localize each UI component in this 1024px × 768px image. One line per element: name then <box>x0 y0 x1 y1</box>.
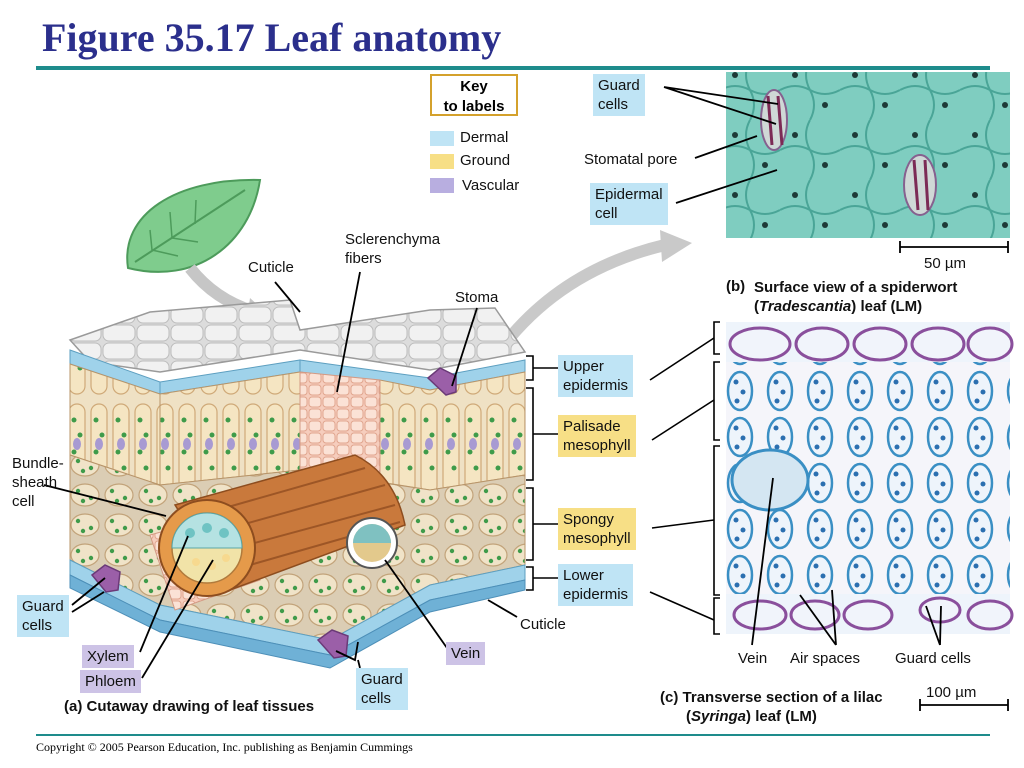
key-swatch-ground <box>430 154 454 169</box>
label-lower-epidermis: Lower epidermis <box>558 564 634 606</box>
label-vein-a: Vein <box>446 642 486 665</box>
caption-a-letter: (a) <box>64 698 83 715</box>
label-epidermal-cell: Epidermal cell <box>590 183 668 225</box>
label-palisade-line1: Palisade <box>563 418 621 435</box>
label-guard-bottom-line1: Guard <box>361 671 403 688</box>
key-title-line1: Key <box>460 78 488 95</box>
label-bundle-line1: Bundle- <box>12 455 64 472</box>
label-guard-cells-bottom: Guard cells <box>356 668 408 710</box>
key-title-line2: to labels <box>443 98 505 115</box>
caption-b-close: ) leaf (LM) <box>851 298 923 315</box>
label-cuticle-top: Cuticle <box>248 259 294 276</box>
key-box: Key to labels <box>430 74 518 116</box>
caption-c-open: ( <box>686 708 691 725</box>
label-guard-left-line2: cells <box>22 617 53 634</box>
label-palisade-line2: mesophyll <box>563 437 631 454</box>
key-label-dermal: Dermal <box>460 129 509 146</box>
scale-bar-b: 50 µm <box>924 255 966 272</box>
page-title: Figure 35.17 Leaf anatomy <box>42 15 502 60</box>
label-spongy-line2: mesophyll <box>563 530 631 547</box>
label-spongy-mesophyll: Spongy mesophyll <box>558 508 636 550</box>
label-guard-cells-b: Guard cells <box>593 74 645 116</box>
label-cuticle-bottom: Cuticle <box>520 616 566 633</box>
label-stoma: Stoma <box>455 289 499 306</box>
key-label-ground: Ground <box>460 152 511 169</box>
stoma-top <box>426 367 457 396</box>
caption-c-letter: (c) <box>660 689 679 706</box>
leaf-icon <box>126 178 262 273</box>
label-upper-line2: epidermis <box>563 377 629 394</box>
label-guard-cells-left: Guard cells <box>17 595 69 637</box>
caption-a: (a) Cutaway drawing of leaf tissues <box>64 697 314 716</box>
title-divider <box>36 66 990 70</box>
label-bundle-line3: cell <box>12 493 35 510</box>
label-guard-b-line1: Guard <box>598 77 640 94</box>
label-lower-line2: epidermis <box>563 586 629 603</box>
cutaway-block <box>68 299 527 669</box>
label-upper-line1: Upper <box>563 358 604 375</box>
label-stomatal-pore: Stomatal pore <box>584 151 678 168</box>
label-guard-bottom-line2: cells <box>361 690 392 707</box>
caption-c-species: Syringa <box>691 708 747 725</box>
caption-c: (c) Transverse section of a lilac (Syrin… <box>660 688 883 726</box>
caption-c-line2: (Syringa) leaf (LM) <box>660 707 883 726</box>
label-guard-b-line2: cells <box>598 96 629 113</box>
caption-a-text: Cutaway drawing of leaf tissues <box>86 698 315 715</box>
label-lower-line1: Lower <box>563 567 604 584</box>
caption-b-letter: (b) <box>726 278 746 295</box>
key-label-vascular: Vascular <box>462 177 520 194</box>
label-bundle-line2: sheath <box>12 474 58 491</box>
label-guard-cells-c: Guard cells <box>895 650 971 667</box>
key-swatch-dermal <box>430 131 454 146</box>
label-sclerenchyma: Sclerenchyma fibers <box>345 230 440 268</box>
label-guard-left-line1: Guard <box>22 598 64 615</box>
label-sclerenchyma-line1: Sclerenchyma <box>345 231 441 248</box>
label-bundle-sheath: Bundle- sheath cell <box>12 454 64 511</box>
key-swatch-vascular <box>430 178 454 193</box>
caption-c-line1: Transverse section of a lilac <box>682 689 883 706</box>
label-sclerenchyma-line2: fibers <box>345 250 382 267</box>
caption-c-close: ) leaf (LM) <box>746 708 817 725</box>
scale-bar-c: 100 µm <box>926 684 977 701</box>
label-spongy-line1: Spongy <box>563 511 614 528</box>
zoom-arrow-stoma <box>495 239 667 354</box>
footer-divider <box>36 734 990 736</box>
caption-b-open: ( <box>754 298 759 315</box>
label-epidermal-line2: cell <box>595 205 618 222</box>
caption-b: Surface view of a spiderwort (Tradescant… <box>754 278 957 316</box>
label-phloem: Phloem <box>80 670 141 693</box>
caption-b-species: Tradescantia <box>759 298 852 315</box>
label-air-spaces: Air spaces <box>790 650 861 667</box>
label-upper-epidermis: Upper epidermis <box>558 355 634 397</box>
upper-surface <box>68 299 527 373</box>
label-xylem: Xylem <box>82 645 134 668</box>
label-palisade-mesophyll: Palisade mesophyll <box>558 415 636 457</box>
label-epidermal-line1: Epidermal <box>595 186 663 203</box>
caption-b-line2: (Tradescantia) leaf (LM) <box>754 297 957 316</box>
caption-b-line1: Surface view of a spiderwort <box>754 279 958 296</box>
copyright-text: Copyright © 2005 Pearson Education, Inc.… <box>36 740 413 754</box>
label-vein-c: Vein <box>738 650 768 667</box>
